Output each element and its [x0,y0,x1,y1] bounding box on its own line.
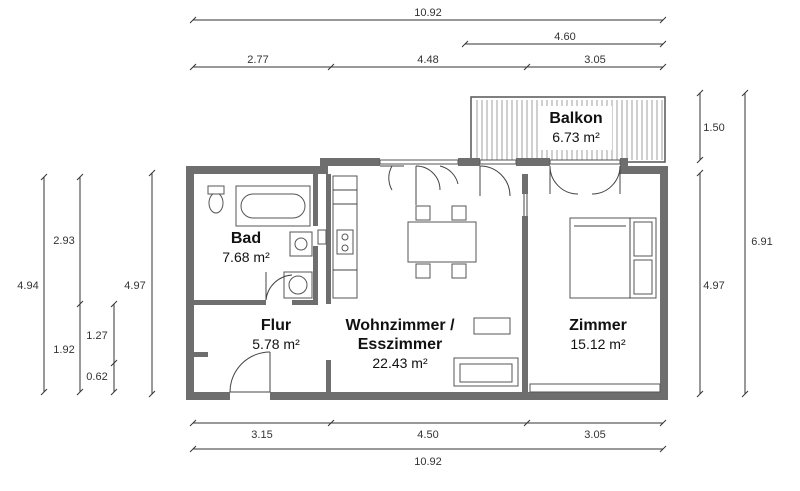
living-furniture [453,317,519,387]
dim-bottom-seg2: 4.50 [417,429,438,441]
dim-left-upper: 2.93 [53,235,74,247]
dim-bottom-total: 10.92 [414,456,442,468]
dim-bottom-seg3: 3.05 [584,429,605,441]
dim-top-balcony: 4.60 [554,31,575,43]
kitchen-counter [332,175,358,299]
bottom-dimensions: 3.15 4.50 3.05 10.92 [189,419,667,468]
dim-top-seg1: 2.77 [247,54,268,66]
dim-top-seg3: 3.05 [584,54,605,66]
room-wohn-area: 22.43 m² [372,355,428,371]
room-flur-name: Flur [261,317,291,334]
top-dimensions: 10.92 4.60 2.77 4.48 3.05 [189,7,667,71]
dim-left-lower: 1.92 [53,344,74,356]
bedroom-furniture [569,217,657,299]
room-bad-name: Bad [231,230,261,247]
right-dimensions: 1.50 4.97 6.91 [696,89,773,398]
dim-left-door: 1.27 [86,330,107,342]
room-labels: Balkon 6.73 m² Bad 7.68 m² Flur 5.78 m² … [222,110,627,371]
bathroom-fixtures [207,185,327,301]
dim-bottom-seg1: 3.15 [251,429,272,441]
doors [229,165,621,393]
balcony [470,96,666,163]
walls [186,158,668,400]
dim-right-outer: 6.91 [751,236,772,248]
room-zimmer-area: 15.12 m² [570,336,626,352]
room-flur-area: 5.78 m² [252,336,300,352]
dim-top-seg2: 4.48 [417,54,438,66]
dim-left-inner: 4.97 [124,280,145,292]
room-bad-area: 7.68 m² [222,249,270,265]
room-balkon-name: Balkon [549,110,602,127]
room-zimmer-name: Zimmer [569,317,627,334]
dim-left-outer: 4.94 [17,280,38,292]
dining-table [407,205,477,279]
room-wohn-name-line2: Esszimmer [358,336,443,353]
dim-left-small: 0.62 [86,371,107,383]
dim-top-total: 10.92 [414,7,442,19]
dim-right-balcony: 1.50 [703,122,724,134]
room-wohn-name-line1: Wohnzimmer / [345,317,455,334]
left-dimensions: 4.94 2.93 1.92 1.27 0.62 4.97 [17,169,156,398]
room-balkon-area: 6.73 m² [552,129,600,145]
dim-right-inner: 4.97 [703,280,724,292]
